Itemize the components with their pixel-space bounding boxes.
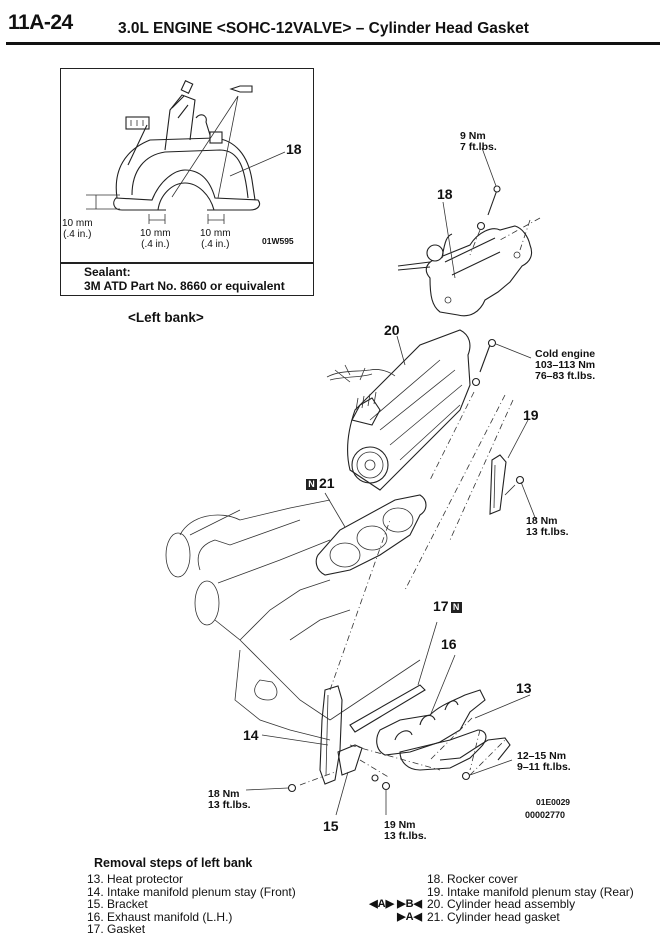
service-mark: ▶A◀ <box>397 910 422 923</box>
new-part-icon: N <box>450 602 462 613</box>
section-label: <Left bank> <box>128 310 204 325</box>
dimension-in: (.4 in.) <box>63 229 92 240</box>
torque-heat-protector: 12–15 Nm 9–11 ft.lbs. <box>517 751 571 773</box>
torque-nm: 18 Nm <box>526 515 558 527</box>
dimension-mm: 10 mm <box>62 218 93 229</box>
cylinder-head-illustration <box>326 329 532 591</box>
inset-divider <box>60 262 314 264</box>
removal-step: 14. Intake manifold plenum stay (Front) <box>87 884 296 899</box>
exhaust-manifold-illustration <box>349 621 531 776</box>
callout-19: 19 <box>523 407 539 423</box>
page-title: 3.0L ENGINE <SOHC-12VALVE> – Cylinder He… <box>118 20 529 37</box>
removal-step: 16. Exhaust manifold (L.H.) <box>87 909 233 924</box>
callout-18-inset: 18 <box>286 141 302 157</box>
torque-nm: 19 Nm <box>384 819 416 831</box>
torque-stay-front: 18 Nm 13 ft.lbs. <box>208 789 251 811</box>
torque-ftlbs: 13 ft.lbs. <box>526 526 569 538</box>
torque-ftlbs: 76–83 ft.lbs. <box>535 370 596 382</box>
torque-stay-rear: 18 Nm 13 ft.lbs. <box>526 516 569 538</box>
torque-ftlbs: 13 ft.lbs. <box>208 799 251 811</box>
torque-ftlbs: 9–11 ft.lbs. <box>517 761 571 773</box>
torque-nm: 12–15 Nm <box>517 750 567 762</box>
dimension-left-flange: 10 mm (.4 in.) <box>140 228 171 250</box>
engine-block-illustration <box>165 499 421 741</box>
removal-step-text: 20. Cylinder head assembly <box>427 897 576 911</box>
dimension-height: 10 mm (.4 in.) <box>62 218 93 240</box>
removal-steps-title: Removal steps of left bank <box>94 856 253 870</box>
torque-condition: Cold engine <box>535 348 596 360</box>
plenum-stay-front-illustration <box>245 685 513 816</box>
sealant-inset-box <box>60 68 314 296</box>
rocker-cover-illustration <box>397 147 541 317</box>
callout-number: 21 <box>319 475 335 491</box>
inset-figure-code: 01W595 <box>262 236 294 246</box>
callout-14: 14 <box>243 727 259 743</box>
removal-step-text: 19. Intake manifold plenum stay (Rear) <box>427 884 634 899</box>
torque-bracket-nut: 19 Nm 13 ft.lbs. <box>384 820 427 842</box>
callout-13: 13 <box>516 680 532 696</box>
removal-steps-right-list: 18. Rocker cover 19. Intake manifold ple… <box>369 873 662 924</box>
sealant-note: Sealant: 3M ATD Part No. 8660 or equival… <box>84 265 285 293</box>
removal-step: 19. Intake manifold plenum stay (Rear) <box>392 884 662 899</box>
header-divider <box>6 42 660 45</box>
sealant-spec: 3M ATD Part No. 8660 or equivalent <box>84 279 285 293</box>
callout-15: 15 <box>323 818 339 834</box>
removal-step-text: 18. Rocker cover <box>427 872 518 886</box>
torque-head-bolt: Cold engine 103–113 Nm 76–83 ft.lbs. <box>535 349 595 382</box>
removal-step: ▶A◀ 21. Cylinder head gasket <box>392 909 662 924</box>
dimension-mm: 10 mm <box>140 228 171 239</box>
dimension-right-flange: 10 mm (.4 in.) <box>200 228 231 250</box>
dimension-in: (.4 in.) <box>201 239 230 250</box>
reference-number: 00002770 <box>525 810 566 820</box>
head-gasket-illustration <box>315 492 427 576</box>
removal-step: 13. Heat protector <box>87 872 184 886</box>
sealant-label: Sealant: <box>84 265 131 279</box>
callout-number: 17 <box>433 598 449 614</box>
removal-step-text: 21. Cylinder head gasket <box>427 909 560 924</box>
service-mark: ◀A▶ ▶B◀ <box>369 898 422 910</box>
torque-nm: 9 Nm <box>460 130 486 142</box>
new-part-icon: N <box>306 479 317 490</box>
torque-nm: 18 Nm <box>208 788 240 800</box>
inset-rocker-cover-illustration <box>86 80 286 224</box>
torque-ftlbs: 13 ft.lbs. <box>384 830 427 842</box>
page-number: 11A-24 <box>8 11 73 34</box>
plenum-stay-rear-illustration <box>449 399 537 541</box>
removal-steps-left-list: 13. Heat protector 14. Intake manifold p… <box>87 873 296 936</box>
removal-step: 15. Bracket <box>87 897 148 911</box>
torque-nm: 103–113 Nm <box>535 359 596 371</box>
callout-20: 20 <box>384 322 400 338</box>
dimension-in: (.4 in.) <box>141 239 170 250</box>
torque-ftlbs: 7 ft.lbs. <box>460 141 497 153</box>
torque-rocker-cover: 9 Nm 7 ft.lbs. <box>460 131 497 153</box>
dimension-mm: 10 mm <box>200 228 231 239</box>
callout-18: 18 <box>437 186 453 202</box>
diagram-figure-code: 01E0029 <box>536 797 571 807</box>
removal-step: 17. Gasket <box>87 922 146 936</box>
removal-step: ◀A▶ ▶B◀ 20. Cylinder head assembly <box>369 897 662 911</box>
removal-step: 18. Rocker cover <box>392 873 662 886</box>
callout-16: 16 <box>441 636 457 652</box>
